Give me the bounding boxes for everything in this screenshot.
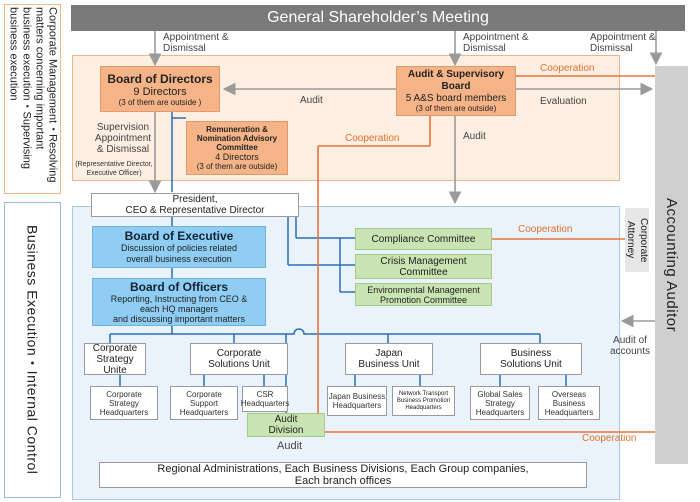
audit-of-accounts-label: Audit of accounts <box>610 335 651 357</box>
regional-administrations-label: Regional Administrations, Each Business … <box>157 463 529 487</box>
unit-corporate-strategy: Corporate Strategy Unite <box>84 342 146 376</box>
audit-division-box: Audit Division <box>247 413 325 437</box>
hq-corporate-strategy: Corporate Strategy Headquarters <box>90 386 158 420</box>
hq-japan-business: Japan Business Headquarters <box>327 386 387 416</box>
hq-label: Japan Business Headquarters <box>328 392 386 410</box>
appointment-label-3: Appointment & Dismissal <box>590 32 656 54</box>
audit-label-bottom: Audit <box>277 440 303 452</box>
hq-label: Network Transport Business Promotion Hea… <box>396 390 451 411</box>
accounting-auditor-label: Accounting Auditor <box>663 197 680 333</box>
compliance-committee-label: Compliance Committee <box>371 233 476 245</box>
hq-csr: CSR Headquarters <box>240 386 290 412</box>
appointment-label-2: Appointment & Dismissal <box>463 32 529 54</box>
remuneration-committee-count: 4 Directors <box>215 152 259 162</box>
board-of-officers-box: Board of Officers Reporting, Instructing… <box>92 278 266 326</box>
general-shareholders-meeting: General Shareholder’s Meeting <box>71 5 685 31</box>
board-of-officers-desc: Reporting, Instructing from CEO & each H… <box>110 294 248 324</box>
cooperation-label-2: Cooperation <box>345 133 400 144</box>
supervision-label: Supervision Appointment & Dismissal <box>94 122 152 155</box>
audit-supervisory-board-box: Audit & Supervisory Board 5 A&S board me… <box>396 66 516 116</box>
board-of-officers-title: Board of Officers <box>129 280 228 294</box>
hq-label: Corporate Support Headquarters <box>179 389 229 417</box>
president-label: President, CEO & Representative Director <box>125 194 265 216</box>
hq-global-sales: Global Sales Strategy Headquarters <box>470 386 530 420</box>
hq-overseas-business: Overseas Business Headquarters <box>538 386 600 420</box>
remuneration-committee-title: Remuneration & Nomination Advisory Commi… <box>196 125 278 152</box>
board-of-directors-note: (3 of them are outside ) <box>118 97 202 107</box>
evaluation-label: Evaluation <box>540 96 587 107</box>
compliance-committee: Compliance Committee <box>355 228 492 250</box>
crisis-management-committee-label: Crisis Management Committee <box>380 255 467 278</box>
corporate-management-label: Corporate Management・Resolving matters c… <box>7 7 59 183</box>
audit-board-count: 5 A&S board members <box>405 93 507 104</box>
board-of-executive-box: Board of Executive Discussion of policie… <box>92 226 266 268</box>
environmental-committee-label: Environmental Management Promotion Commi… <box>367 284 480 305</box>
unit-corporate-solutions: Corporate Solutions Unit <box>190 343 288 375</box>
board-of-executive-title: Board of Executive <box>124 229 234 243</box>
hq-label: Overseas Business Headquarters <box>544 389 594 417</box>
board-of-executive-desc: Discussion of policies related overall b… <box>120 243 238 264</box>
environmental-committee: Environmental Management Promotion Commi… <box>355 283 492 306</box>
cooperation-label-4: Cooperation <box>582 433 637 444</box>
hq-corporate-support: Corporate Support Headquarters <box>170 386 238 420</box>
unit-label: Corporate Strategy Unite <box>92 342 138 376</box>
unit-business-solutions: Business Solutions Unit <box>480 343 582 375</box>
unit-label: Japan Business Unit <box>358 348 420 370</box>
remuneration-committee-note: (3 of them are outside) <box>196 162 278 171</box>
crisis-management-committee: Crisis Management Committee <box>355 254 492 279</box>
unit-label: Business Solutions Unit <box>500 348 562 370</box>
cooperation-label-1: Cooperation <box>540 63 595 74</box>
supervision-note: (Representative Director, Executive Offi… <box>75 161 153 177</box>
president-box: President, CEO & Representative Director <box>91 193 299 217</box>
audit-label-mid: Audit <box>463 131 486 142</box>
hq-label: CSR Headquarters <box>240 390 290 408</box>
unit-label: Corporate Solutions Unit <box>208 348 270 370</box>
regional-administrations-box: Regional Administrations, Each Business … <box>99 462 587 488</box>
hq-network-transport: Network Transport Business Promotion Hea… <box>392 386 455 416</box>
corporate-management-label-box: Corporate Management・Resolving matters c… <box>4 4 61 194</box>
hq-label: Corporate Strategy Headquarters <box>99 389 149 417</box>
board-of-directors-box: Board of Directors 9 Directors (3 of the… <box>100 66 220 112</box>
accounting-auditor-box: Accounting Auditor <box>655 66 688 464</box>
page-title: General Shareholder’s Meeting <box>267 9 489 26</box>
business-execution-label-box: Business Execution・Internal Control <box>4 202 61 498</box>
appointment-label-1: Appointment & Dismissal <box>163 32 229 54</box>
board-of-directors-count: 9 Directors <box>133 85 187 98</box>
business-execution-label: Business Execution・Internal Control <box>24 225 41 475</box>
corporate-attorney-box: Corporate Attorney <box>625 208 649 272</box>
unit-japan-business: Japan Business Unit <box>345 343 433 375</box>
audit-label-left: Audit <box>300 95 323 106</box>
audit-board-title: Audit & Supervisory Board <box>407 69 505 92</box>
board-of-directors-title: Board of Directors <box>107 71 213 86</box>
cooperation-label-3: Cooperation <box>518 224 573 235</box>
audit-board-note: (3 of them are outside) <box>415 104 497 113</box>
corporate-attorney-label: Corporate Attorney <box>625 217 649 263</box>
audit-division-label: Audit Division <box>268 414 304 436</box>
remuneration-committee-box: Remuneration & Nomination Advisory Commi… <box>186 121 288 175</box>
hq-label: Global Sales Strategy Headquarters <box>475 389 525 417</box>
